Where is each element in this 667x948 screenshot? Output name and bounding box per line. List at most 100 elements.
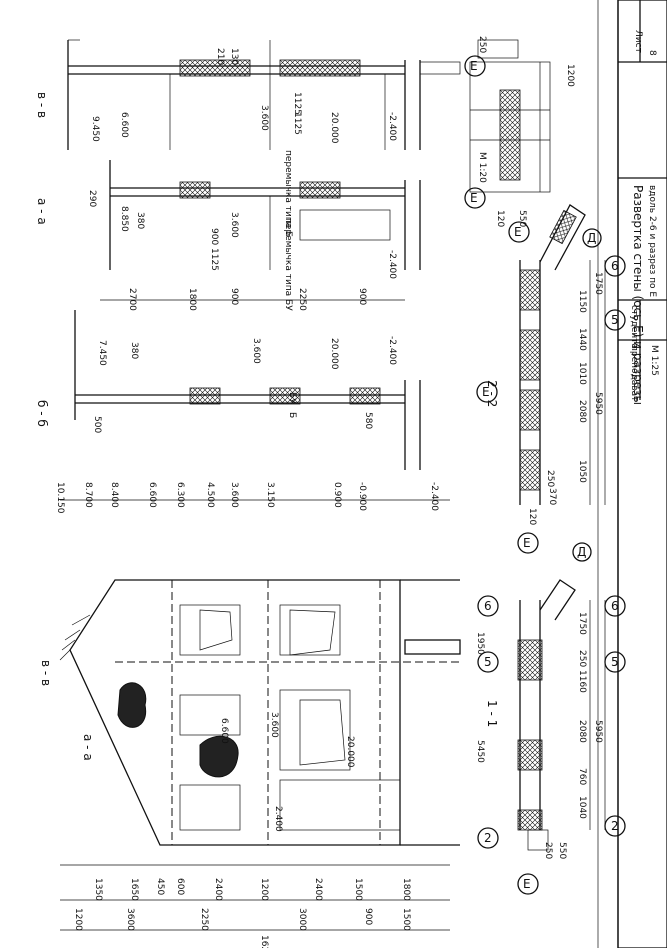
- elev-misc-2: 1125: [209, 248, 219, 271]
- axis-e-label-top: Е: [482, 385, 490, 399]
- plan-section-1-1: 1 - 1 1040 760 2080 1160 250 1750 5950 5…: [485, 542, 626, 895]
- elev-9: -0.900: [357, 482, 367, 511]
- axis-2-label: 2: [484, 831, 492, 845]
- elev-v-0: 9.450: [90, 116, 100, 142]
- student-label: студента: [629, 305, 639, 349]
- elev-misc-6: 130: [229, 48, 239, 65]
- plan11-dim-3: 1160: [577, 670, 587, 693]
- section-b-b: б - б 500 380 Б БУ 580 20.000 3.600 7.45…: [35, 310, 421, 470]
- plan11-axis-2: [604, 815, 626, 837]
- elev-10: -2.400: [429, 482, 439, 511]
- bottom-dim1-3: 1200: [259, 878, 269, 901]
- plan22-axis-e: [517, 532, 539, 554]
- plan11-axis-e-label: Е: [523, 877, 531, 891]
- elev-0: 10.150: [55, 482, 65, 514]
- teacher-label: преподават: [629, 345, 639, 401]
- facade-dim-0: 6.600: [219, 718, 229, 744]
- elev-v-3: 20.000: [329, 112, 339, 144]
- plan22-dim-3: 2080: [577, 400, 587, 423]
- side-dim-3: 290: [87, 190, 97, 207]
- sheet-number: 8: [647, 50, 657, 56]
- plan22-dim-7: 1750: [593, 272, 603, 295]
- plan22-dim-6: 1150: [577, 290, 587, 313]
- plan11-dim-8: 250: [543, 842, 553, 859]
- bottom-dim2-3: 3000: [297, 908, 307, 931]
- bottom-dim2-4: 900: [363, 908, 373, 925]
- sec-a-dim-4: 2250: [297, 288, 307, 311]
- lintel-b-label: перемычка типа Б: [283, 150, 293, 237]
- plan11-dim-2: 2080: [577, 720, 587, 743]
- plan22-dim-10: 370: [547, 488, 557, 505]
- plan22-dim-9: 250: [545, 470, 555, 487]
- elev-a-2: 3.600: [229, 212, 239, 238]
- bottom-dim1-2: 2400: [313, 878, 323, 901]
- plan22-axis-g: [582, 228, 602, 248]
- axis-5-bubble: [477, 651, 499, 673]
- plan11-axis-2-label: 2: [611, 819, 619, 833]
- bottom-dim1-1: 1500: [353, 878, 363, 901]
- top-right-dim-2: 550: [517, 210, 527, 227]
- bottom-dim1-0: 1800: [401, 878, 411, 901]
- elev-b-4: -2.400: [387, 336, 397, 365]
- section-22-label: 2 - 2: [485, 380, 499, 407]
- axis-e-bubble-top: [476, 381, 498, 403]
- facade-axis-dim-0: 5450: [475, 740, 485, 763]
- elev-a-0: 8.850: [119, 206, 129, 232]
- plan11-axis-g-label: Д: [577, 545, 586, 559]
- plan11-axis-5-label: 5: [611, 655, 619, 669]
- label-bu: БУ: [287, 392, 297, 404]
- section-b-label: б - б: [35, 400, 49, 427]
- elev-v-2: 3.600: [259, 105, 269, 131]
- section-a-label: а - а: [35, 198, 49, 225]
- plan11-dim-5: 1750: [577, 612, 587, 635]
- sec-a-dim-2: 1800: [187, 288, 197, 311]
- plan22-axis-5: [604, 309, 626, 331]
- elev-b-3: 20.000: [329, 338, 339, 370]
- bottom-dim2-0: 1200: [73, 908, 83, 931]
- top-right-dim-1: 250: [477, 36, 487, 53]
- sec-a-dim-1: 2700: [127, 288, 137, 311]
- plan22-dim-0: 1050: [577, 460, 587, 483]
- bottom-dim1-5: 600: [175, 878, 185, 895]
- section-11-label: 1 - 1: [485, 700, 499, 727]
- elev-1: 8.700: [83, 482, 93, 508]
- facade-dim-1: 3.600: [269, 712, 279, 738]
- axis-5-label: 5: [484, 655, 492, 669]
- lintel-bu-label: перемычка типа БУ: [283, 218, 293, 311]
- plan22-dim-11: 120: [527, 508, 537, 525]
- plan22-axis-6: [604, 255, 626, 277]
- sec-b-dim-1: 380: [129, 342, 139, 359]
- sec-a-dim-0: 380: [135, 212, 145, 229]
- top-right-dim-3: 120: [495, 210, 505, 227]
- sec-a-dim-5: 900: [357, 288, 367, 305]
- bottom-dim1-4: 2400: [213, 878, 223, 901]
- plan11-axis-e: [517, 873, 539, 895]
- plan11-dim-6: 5950: [593, 720, 603, 743]
- axis-e-label-upper: Е: [470, 59, 478, 73]
- plan-section-2-2: 2 - 2 1050 2080 1010 1440 1150 1750 5950…: [485, 204, 626, 554]
- axis-2-bubble: [477, 827, 499, 849]
- elev-misc-3: 900: [209, 228, 219, 245]
- elev-a-4: -2.400: [387, 250, 397, 279]
- elev-5: 4.500: [205, 482, 215, 508]
- elev-v-1: 6.600: [119, 112, 129, 138]
- elev-b-2: 3.600: [251, 338, 261, 364]
- facade-dim-3: 2.400: [273, 806, 283, 832]
- plan11-axis-6-label: 6: [611, 599, 619, 613]
- elev-8: 0.900: [332, 482, 342, 508]
- bottom-dim2-5: 1500: [401, 908, 411, 931]
- drawing-subtitle: вдоль 2-6 и разрез по Е: [647, 185, 657, 297]
- axis-e-label-mid: Е: [470, 191, 478, 205]
- bottom-dim1-8: 1350: [93, 878, 103, 901]
- elev-v-4: -2.400: [387, 112, 397, 141]
- sec-b-dim-0: 500: [92, 416, 102, 433]
- drawing-code: М 1:25: [649, 345, 659, 376]
- sec-a-dim-3: 900: [229, 288, 239, 305]
- bottom-total: 16200: [259, 935, 269, 948]
- bottom-dimensions: 1800 1500 2400 1200 2400 600 450 1650 13…: [60, 864, 450, 948]
- axis-6-label: 6: [484, 599, 492, 613]
- axis-markers: 6 5 2 Е Е Е: [464, 55, 499, 849]
- bottom-dim1-7: 1650: [129, 878, 139, 901]
- facade-elevation: в - в а - а 6.600 3.600 20.000 2.400 545…: [39, 579, 485, 846]
